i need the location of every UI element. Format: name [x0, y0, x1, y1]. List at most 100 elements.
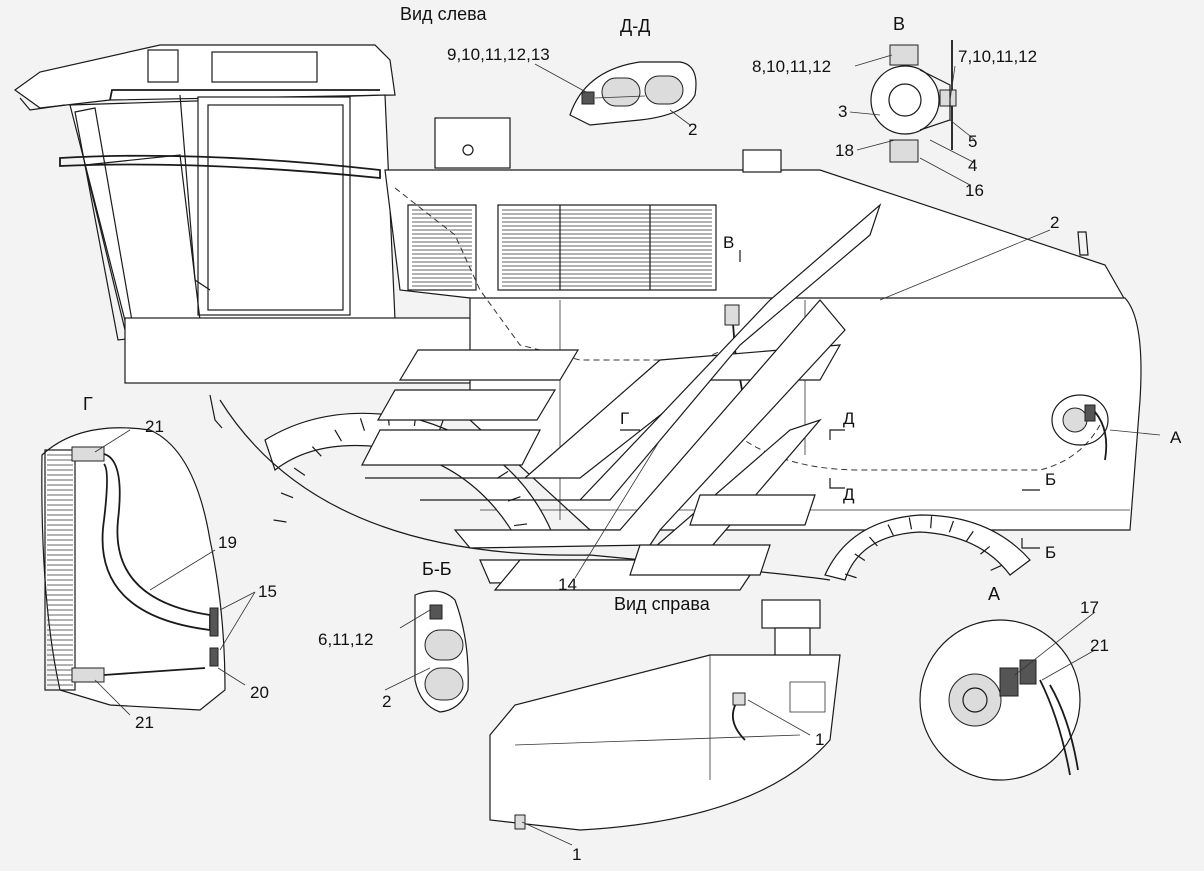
view-v-bolt-right: [939, 89, 957, 107]
cab-step: [209, 394, 223, 429]
engine-compartment: [384, 169, 1127, 301]
air-intake-cap: [742, 149, 782, 173]
tank-body: [489, 654, 841, 831]
right-view-panel: [376, 389, 557, 421]
view-g-outline: [41, 427, 226, 711]
right-view-panel: [398, 349, 580, 381]
tread-lug: [311, 446, 322, 457]
view-g-hose-lower: [103, 667, 206, 676]
dd-hose-right: [644, 75, 684, 105]
tread-lug: [280, 492, 294, 499]
tread-lug: [273, 519, 287, 523]
callout-g-19: 19: [218, 533, 237, 552]
view-a-detail: [919, 619, 1081, 781]
right-view-panel: [420, 203, 882, 501]
hood-block: [434, 117, 511, 169]
view-v-bolt-bottom: [889, 139, 919, 163]
callout-tank-1-bottom: 1: [572, 845, 581, 864]
callout-v-16: 16: [965, 181, 984, 200]
cab-grab-rail: [109, 89, 380, 101]
view-g-radiator-fins: [47, 454, 73, 686]
view-g-detail: [41, 427, 226, 711]
callout-bb-hose: 2: [382, 692, 391, 711]
callout-g-21-bottom: 21: [135, 713, 154, 732]
rear-wheel: [824, 514, 1031, 581]
view-a-title: А: [988, 584, 1000, 604]
dd-hose-left: [601, 77, 641, 107]
callout-bb-items: 6,11,12: [318, 630, 373, 649]
marker-d1: Д: [843, 409, 855, 428]
bb-hose-top: [424, 629, 464, 661]
tread-lug: [854, 553, 866, 561]
section-markers: [620, 250, 1040, 549]
callout-g-15: 15: [258, 582, 277, 601]
combine-left-view: [13, 44, 1142, 581]
view-a-fitting-2: [1019, 659, 1037, 685]
right-view-panel: [361, 429, 541, 466]
tread-lug: [844, 573, 857, 579]
tread-lug: [980, 545, 991, 555]
section-dd: [569, 61, 697, 126]
dd-clamp: [581, 91, 595, 105]
callout-v-18: 18: [835, 141, 854, 160]
callout-v-right: 7,10,11,12: [958, 47, 1037, 66]
tank-detail: [489, 599, 841, 831]
view-v-bracket: [919, 69, 951, 131]
tread-lug: [948, 520, 955, 533]
tread-lug: [965, 530, 974, 542]
callout-tank-1-top: 1: [815, 730, 824, 749]
view-v-detail: [870, 40, 957, 163]
callout-dd-items: 9,10,11,12,13: [447, 45, 550, 64]
right-view-title: Вид справа: [614, 594, 711, 614]
callout-main-14: 14: [558, 575, 577, 594]
grille-left: [407, 204, 477, 291]
view-g-title: Г: [83, 394, 93, 414]
marker-g: Г: [620, 409, 629, 428]
view-a-fitting-1: [999, 667, 1019, 697]
hose-clamp-top: [724, 304, 740, 326]
bb-hose-bottom: [424, 667, 464, 701]
tank-fitting-bottom: [514, 814, 526, 830]
section-bb: [414, 590, 469, 713]
callout-a-17: 17: [1080, 598, 1099, 617]
marker-a: А: [1170, 428, 1182, 447]
exhaust-pipe: [1077, 231, 1089, 256]
ground-sweep: [219, 399, 831, 581]
grille-main: [497, 204, 717, 291]
pump-a-location: [1051, 394, 1109, 461]
callout-v-3: 3: [838, 102, 847, 121]
section-bb-title: Б-Б: [422, 559, 452, 579]
hose-route-1: [394, 187, 736, 361]
tread-lug: [990, 564, 1002, 571]
left-view-title: Вид слева: [400, 4, 487, 24]
tank-fins: [789, 681, 826, 713]
view-g-radiator: [44, 449, 76, 691]
cab-hose-band: [59, 154, 381, 179]
tank-fitting-top: [732, 692, 746, 706]
marker-b2: Б: [1045, 543, 1056, 562]
hose-route-2: [729, 424, 1101, 471]
tank-neck: [774, 627, 811, 657]
view-v-hub: [888, 83, 922, 117]
view-a-hose-2: [1049, 684, 1079, 771]
marker-b1: Б: [1045, 470, 1056, 489]
tread-lug: [334, 429, 342, 442]
section-dd-title: Д-Д: [620, 16, 650, 36]
cab-roof-beacon: [147, 49, 179, 83]
bb-clamp: [429, 604, 443, 620]
cab-roof-lip: [19, 97, 66, 111]
cab-door: [197, 96, 351, 316]
view-v-title: В: [893, 14, 905, 34]
callout-g-21-top: 21: [145, 417, 164, 436]
tread-lug: [887, 524, 894, 536]
view-g-fitting-bottom: [71, 667, 105, 683]
tread-lug: [908, 517, 913, 530]
right-view-panel: [453, 299, 846, 549]
callout-g-20: 20: [250, 683, 269, 702]
callout-v-4: 4: [968, 156, 977, 175]
leader-lines: [94, 54, 1161, 846]
right-view-panel: [629, 544, 771, 576]
cab-roof-panel: [211, 51, 318, 83]
callout-v-5: 5: [968, 132, 977, 151]
